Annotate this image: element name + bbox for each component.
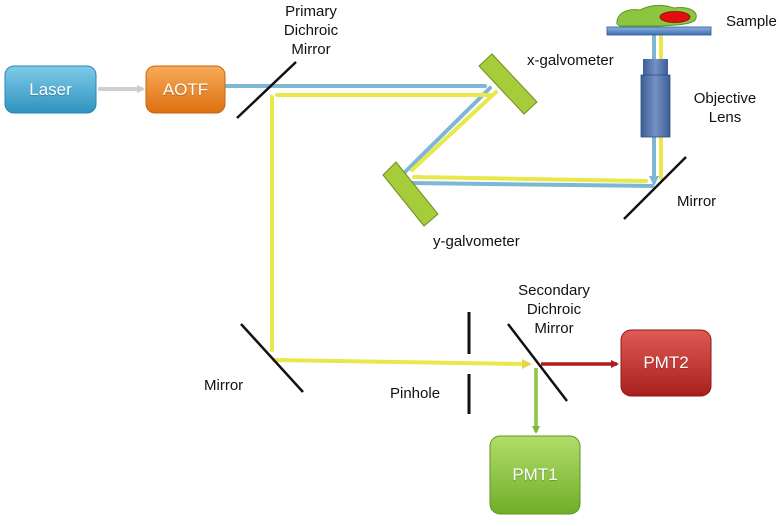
- secondary-dichroic-line3: Mirror: [534, 320, 574, 337]
- aotf-box: [145, 65, 226, 114]
- pinhole-label: Pinhole: [390, 385, 441, 402]
- y-galvometer-label: y-galvometer: [433, 233, 520, 250]
- primary-dichroic-mirror: [236, 61, 297, 119]
- primary-dichroic-label: Primary Dichroic Mirror: [266, 2, 356, 59]
- laser-label: Laser: [29, 79, 72, 99]
- secondary-dichroic-mirror: [507, 323, 568, 402]
- emission-beam: [270, 32, 663, 366]
- sample-stage: [606, 5, 712, 36]
- sample-label: Sample: [726, 13, 777, 30]
- emission-arrowhead: [522, 359, 532, 369]
- primary-dichroic-line3: Mirror: [291, 41, 331, 58]
- aotf-label: AOTF: [162, 79, 209, 99]
- pmt2-label-wrap: PMT2: [621, 330, 711, 396]
- pmt1-label-wrap: PMT1: [490, 436, 580, 514]
- right-mirror-label: Mirror: [677, 193, 717, 210]
- left-mirror-label: Mirror: [204, 377, 244, 394]
- secondary-dichroic-line2: Dichroic: [526, 301, 582, 318]
- laser-label-wrap: Laser: [5, 66, 96, 113]
- primary-dichroic-line1: Primary: [285, 3, 337, 20]
- laser-box: [4, 65, 97, 114]
- pmt2-box: [620, 329, 712, 397]
- pmt1-box: [489, 435, 581, 515]
- left-mirror: [240, 323, 304, 393]
- objective-line2: Lens: [708, 109, 742, 126]
- pmt1-label: PMT1: [512, 465, 558, 484]
- secondary-dichroic-line1: Secondary: [518, 282, 590, 299]
- primary-dichroic-line2: Dichroic: [283, 22, 339, 39]
- x-galvometer-label: x-galvometer: [527, 52, 614, 69]
- objective-line1: Objective: [693, 90, 757, 107]
- right-mirror: [623, 156, 687, 220]
- y-galvometer-mirror: [382, 161, 439, 227]
- aotf-label-wrap: AOTF: [146, 66, 225, 113]
- objective-lens: [640, 59, 671, 138]
- x-galvometer-mirror: [478, 53, 538, 115]
- secondary-dichroic-label: Secondary Dichroic Mirror: [507, 281, 601, 338]
- objective-lens-label: Objective Lens: [682, 89, 768, 127]
- pmt2-label: PMT2: [643, 353, 689, 372]
- excitation-arrowhead: [649, 176, 659, 186]
